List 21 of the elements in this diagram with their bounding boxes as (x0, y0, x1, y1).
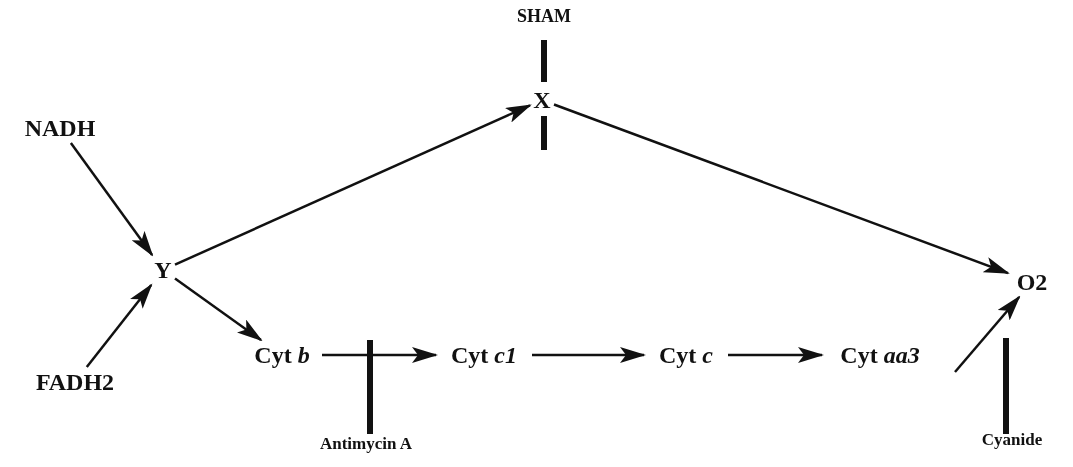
inhibitor-label: Cyanide (981, 430, 1043, 450)
arrow (954, 295, 1021, 373)
species-label: X (530, 85, 554, 115)
species-label: NADH (14, 113, 106, 143)
arrow (553, 103, 1010, 275)
species-label: Cyt c (644, 340, 728, 370)
arrow (322, 347, 438, 363)
inhibitor-label: Antimycin A (319, 434, 413, 454)
arrow (532, 347, 646, 363)
species-label: Cyt aa3 (822, 340, 938, 370)
arrow (174, 104, 532, 266)
arrow (85, 283, 153, 368)
inhibitor-label: SHAM (517, 6, 571, 27)
species-label: Cyt c1 (436, 340, 532, 370)
arrow (728, 347, 824, 363)
arrow (174, 277, 263, 342)
species-label: FADH2 (25, 367, 125, 397)
species-label: Y (151, 255, 175, 285)
arrow (69, 142, 154, 257)
species-label: Cyt b (242, 340, 322, 370)
species-label: O2 (1008, 267, 1056, 297)
